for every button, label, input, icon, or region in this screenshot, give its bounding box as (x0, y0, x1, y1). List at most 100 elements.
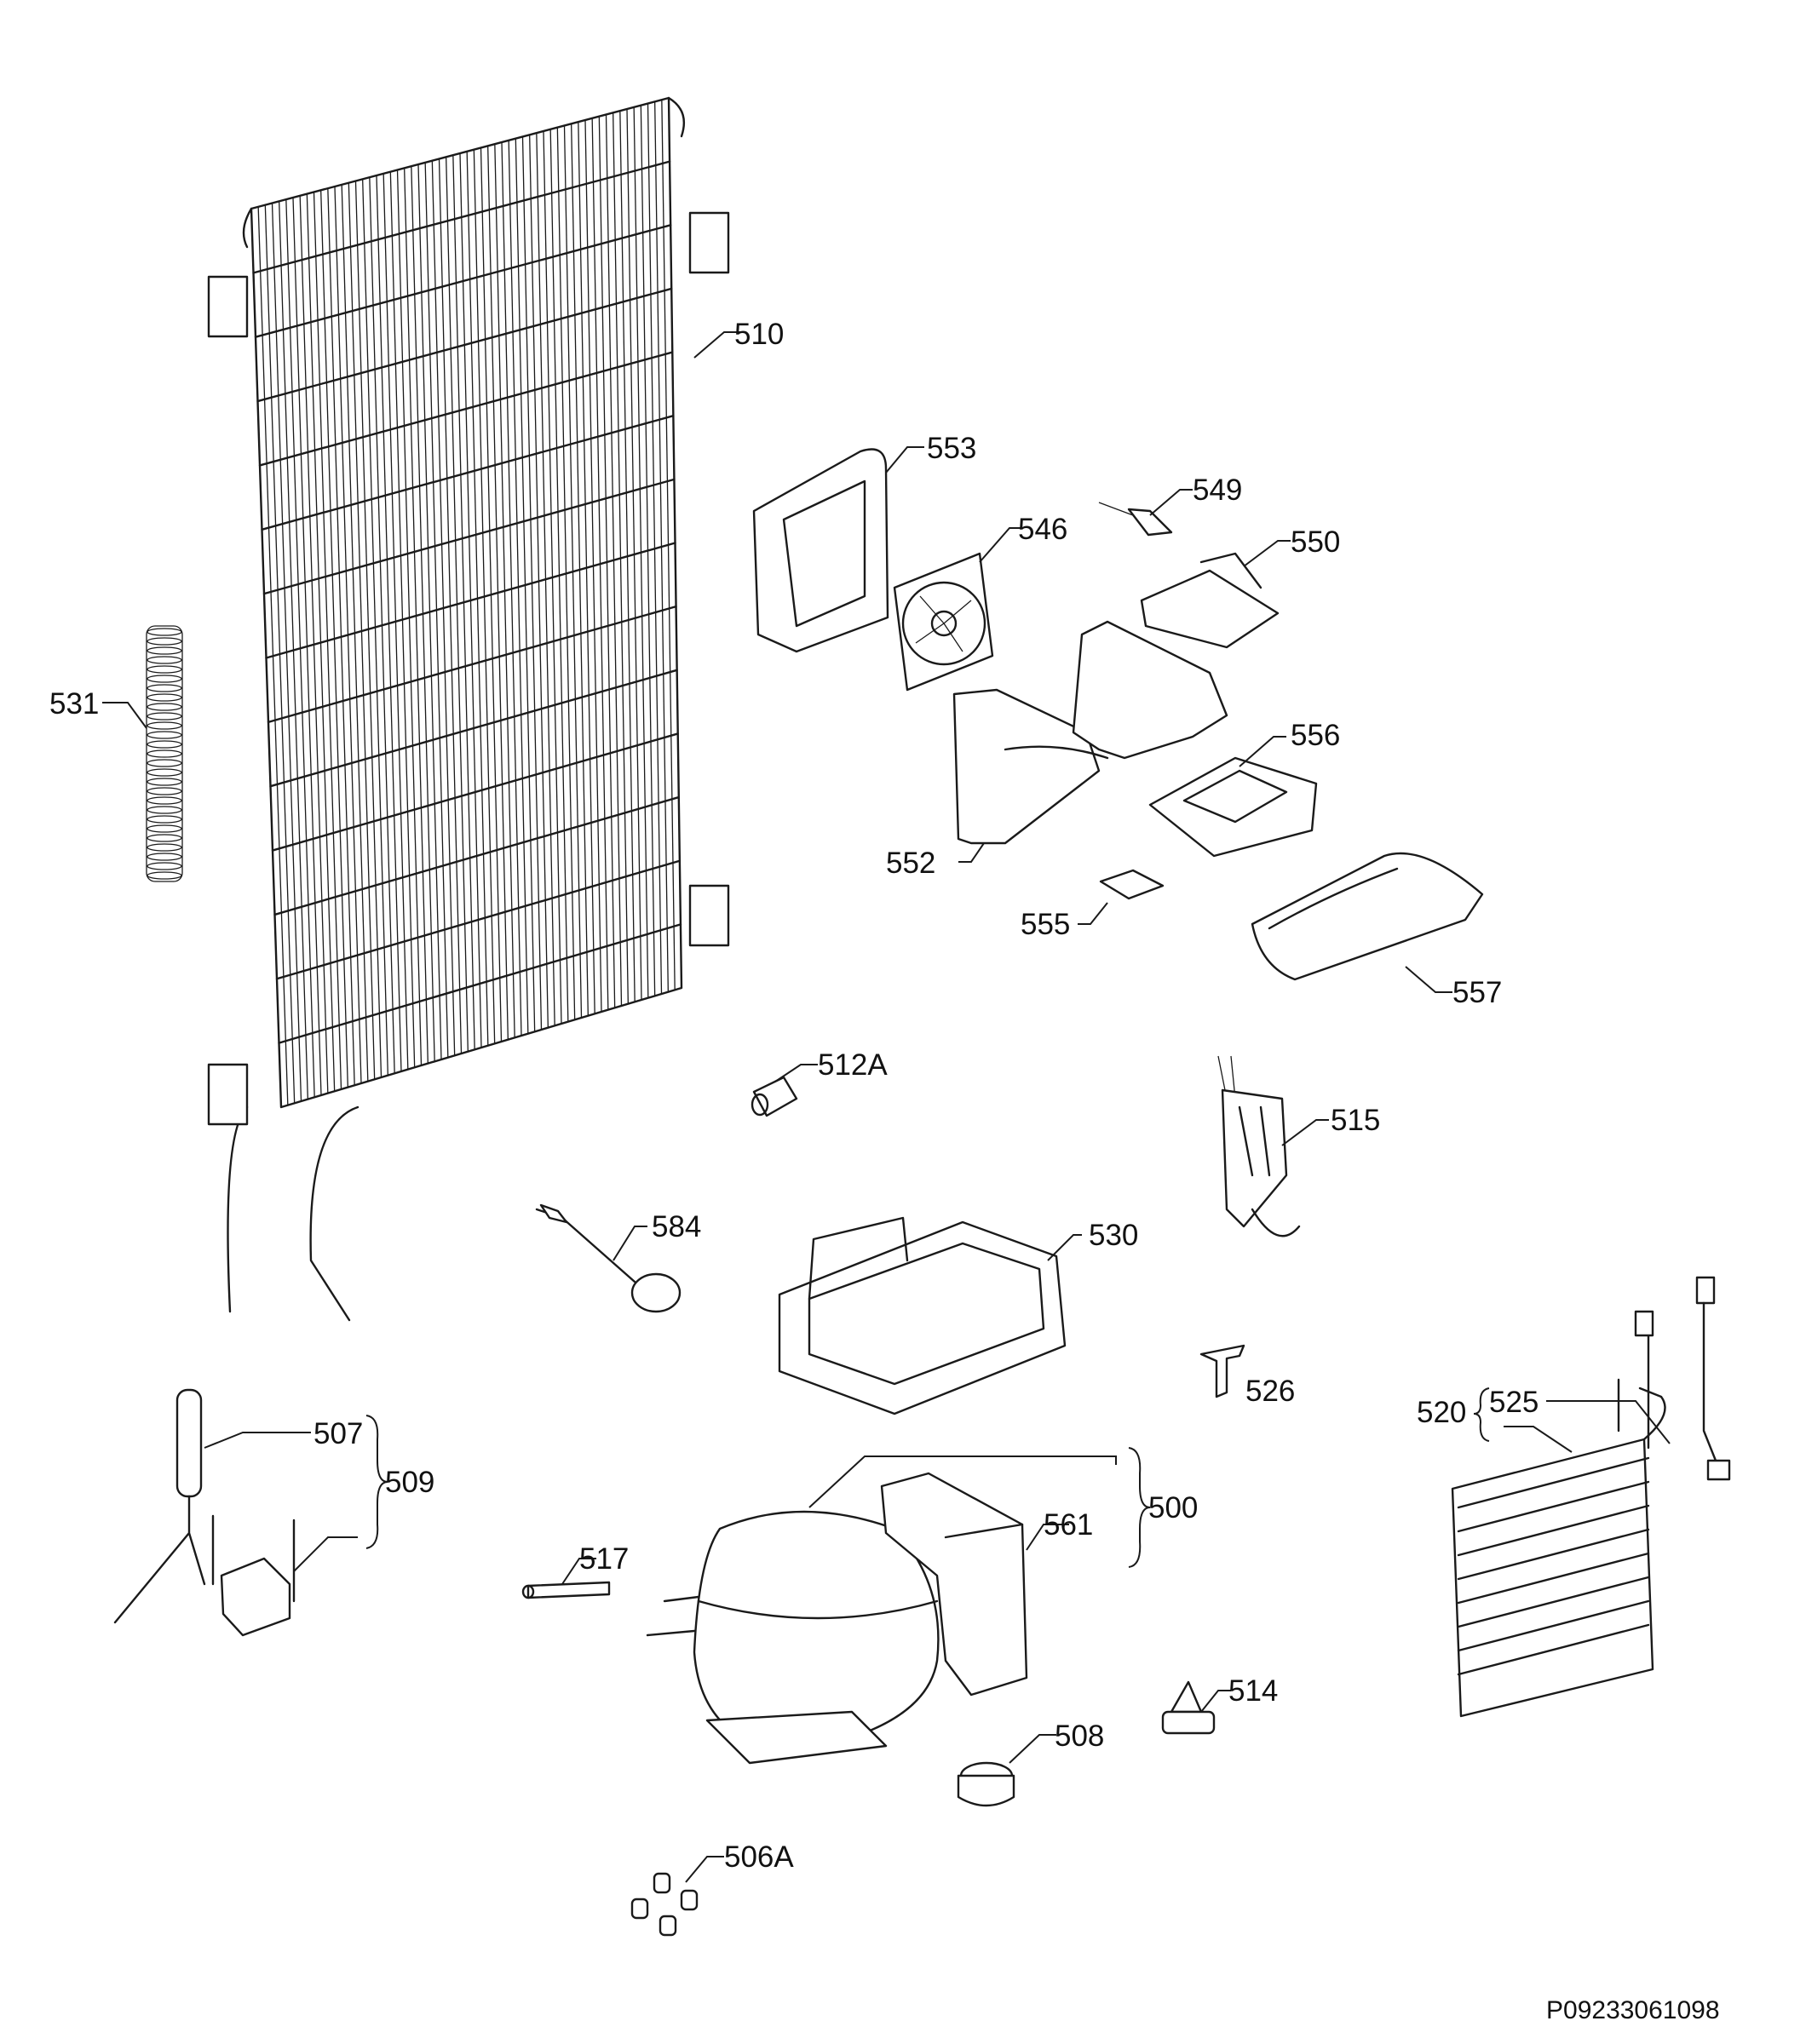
label-500: 500 (1148, 1491, 1198, 1524)
compressor-500 (646, 1510, 940, 1765)
spring-coil (147, 796, 182, 805)
spring-coil (147, 675, 182, 683)
spring-coil (147, 703, 182, 711)
coil-line (267, 605, 677, 724)
label-556: 556 (1291, 719, 1340, 752)
evaporator-tube (1457, 1576, 1650, 1628)
label-561: 561 (1044, 1508, 1093, 1542)
clip-526 (1199, 1344, 1245, 1398)
coil-line (258, 351, 674, 467)
grommet-514 (1161, 1680, 1216, 1735)
evaporator-tube (1457, 1623, 1650, 1676)
label-509: 509 (385, 1466, 434, 1499)
label-512a: 512A (818, 1048, 888, 1082)
coil-line (273, 795, 680, 916)
coil-line (269, 669, 678, 788)
evaporator-tube (1457, 1456, 1650, 1509)
evaporator-tube (1457, 1599, 1650, 1652)
spring-coil (147, 665, 182, 674)
spring-coil (147, 637, 182, 646)
label-507: 507 (313, 1417, 363, 1450)
tube-512a (751, 1076, 798, 1117)
dryer-507 (113, 1388, 206, 1624)
spring-coil (147, 712, 182, 721)
spring-coil (147, 693, 182, 702)
heater-515 (1217, 1055, 1301, 1237)
coil-line (265, 542, 676, 659)
bracket (688, 884, 730, 947)
evaporator-tube (1457, 1504, 1650, 1557)
label-510: 510 (734, 318, 784, 351)
spring-coil (147, 843, 182, 852)
spring-coil (147, 862, 182, 870)
spring-coils (147, 628, 182, 880)
probe-584 (535, 1203, 682, 1313)
label-549: 549 (1193, 474, 1242, 507)
spring-coil (147, 731, 182, 739)
label-514: 514 (1228, 1674, 1278, 1708)
label-530: 530 (1089, 1219, 1138, 1252)
label-525: 525 (1489, 1386, 1539, 1419)
spring-coil (147, 749, 182, 758)
bracket (207, 275, 249, 338)
label-552: 552 (886, 847, 935, 880)
bracket (688, 211, 730, 274)
spring-coil (147, 787, 182, 795)
spring-coil (147, 656, 182, 664)
label-508: 508 (1055, 1720, 1104, 1753)
coil-line (262, 478, 676, 595)
evaporator-tubes (1457, 1456, 1650, 1676)
coil-line (256, 287, 673, 403)
spring-coil (147, 853, 182, 861)
label-520: 520 (1417, 1396, 1466, 1429)
spring-coil (147, 815, 182, 824)
spring-coil (147, 721, 182, 730)
drip-tray-530 (778, 1216, 1067, 1415)
label-555: 555 (1021, 908, 1070, 941)
label-553: 553 (927, 432, 976, 465)
spring-coil (147, 834, 182, 842)
label-526: 526 (1245, 1375, 1295, 1408)
evaporator-520 (1451, 1276, 1731, 1718)
spring-531 (146, 625, 183, 882)
label-557: 557 (1452, 976, 1502, 1009)
relay-509 (211, 1514, 296, 1637)
spring-coil (147, 871, 182, 880)
bushings-506a (630, 1872, 699, 1937)
spring-coil (147, 740, 182, 749)
spring-coil (147, 759, 182, 767)
label-517: 517 (579, 1542, 629, 1576)
condenser-fins (250, 97, 682, 1108)
label-515: 515 (1331, 1104, 1380, 1137)
label-546: 546 (1018, 513, 1067, 546)
label-550: 550 (1291, 525, 1340, 559)
coil-line (254, 224, 672, 338)
condenser-510 (207, 96, 730, 1322)
cover-557 (1251, 852, 1484, 981)
coil-line (252, 160, 671, 274)
pad-555 (1099, 869, 1165, 900)
diagram-code: P09233061098 (1546, 1996, 1720, 2024)
spring-coil (147, 684, 182, 692)
evaporator-tube (1457, 1528, 1650, 1581)
spring-coil (147, 768, 182, 777)
spring-coil (147, 806, 182, 814)
coil-line (275, 859, 682, 980)
bracket-550 (1140, 552, 1280, 649)
label-584: 584 (652, 1210, 701, 1243)
fan-546 (893, 552, 994, 692)
coil-line (271, 732, 679, 852)
flap-556 (1148, 756, 1318, 858)
spring-coil (147, 628, 182, 636)
coil-line (278, 923, 682, 1044)
label-506a: 506A (724, 1840, 794, 1874)
spring-coil (147, 824, 182, 833)
spring-coil (147, 646, 182, 655)
label-531: 531 (49, 687, 99, 721)
spring-coil (147, 778, 182, 786)
evaporator-tube (1457, 1480, 1650, 1533)
duct-housing-552 (952, 620, 1228, 845)
bracket (207, 1063, 249, 1126)
